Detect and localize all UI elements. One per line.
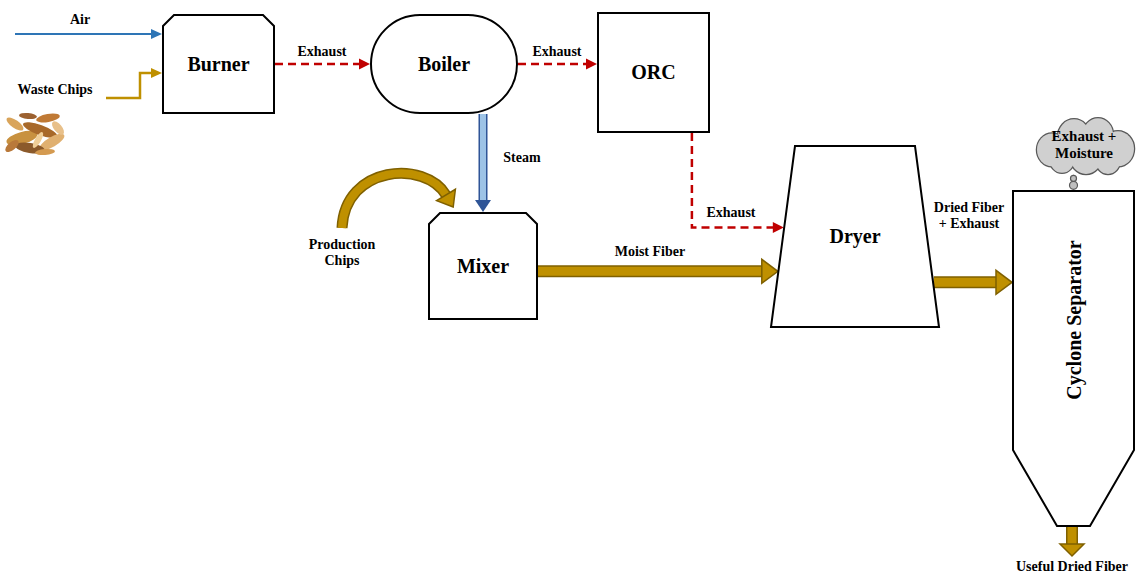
fiber-connector: [538, 259, 778, 283]
node-text: Dryer: [829, 225, 880, 248]
node-label: Mixer: [457, 255, 509, 278]
edge-label: Exhaust: [696, 205, 766, 221]
dryer-box: Dryer: [770, 145, 940, 328]
air-arrow: [15, 29, 162, 39]
node-text: Cyclone Separator: [1062, 240, 1085, 399]
exhaust-cloud: Exhaust + Moisture: [1030, 116, 1138, 175]
burner-box: Burner: [162, 14, 275, 114]
node-text: Boiler: [418, 53, 470, 76]
node-text: ORC: [631, 61, 675, 84]
node-label: Burner: [187, 53, 249, 76]
waste-chips-arrow: [106, 68, 162, 98]
exhaust-connector: [692, 133, 784, 233]
edge-label: Exhaust: [522, 44, 592, 60]
node-label: Dryer: [829, 225, 880, 248]
output-fiber-arrow: [1060, 527, 1084, 556]
input-label: Production Chips: [298, 237, 386, 269]
steam-connector: [475, 114, 491, 212]
edge-label: Dried Fiber + Exhaust: [929, 200, 1009, 232]
edge-label: Steam: [490, 150, 554, 166]
node-label: Cyclone Separator: [1062, 240, 1085, 399]
fiber-connector: [934, 270, 1012, 294]
input-label: Waste Chips: [5, 82, 105, 98]
mixer-box: Mixer: [428, 212, 538, 320]
exhaust-connector: [275, 59, 370, 70]
node-text: Exhaust + Moisture: [1042, 128, 1126, 163]
bubble-connector: [1070, 175, 1078, 191]
node-label: Boiler: [418, 53, 470, 76]
node-text: Mixer: [457, 255, 509, 278]
node-label: ORC: [631, 61, 675, 84]
edge-label: Exhaust: [282, 44, 362, 60]
edge-label: Moist Fiber: [595, 244, 705, 260]
exhaust-connector: [518, 59, 597, 70]
node-text: Burner: [187, 53, 249, 76]
boiler-box: Boiler: [370, 14, 518, 114]
input-label: Air: [58, 12, 102, 28]
orc-box: ORC: [597, 12, 710, 133]
node-label: Exhaust + Moisture: [1042, 128, 1126, 163]
output-label: Useful Dried Fiber: [1002, 559, 1142, 575]
cyclone-separator: Cyclone Separator: [1012, 190, 1135, 527]
wood-chips-picture: [3, 112, 66, 156]
